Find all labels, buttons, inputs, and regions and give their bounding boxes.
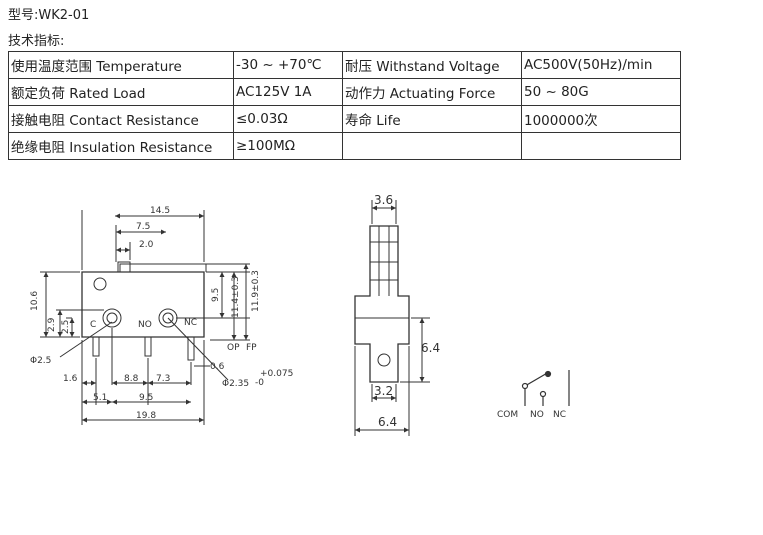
dim-7-5: 7.5 [136,222,150,232]
front-view [40,210,250,425]
spec-cell: ≥100MΩ [233,132,343,160]
spec-heading: 技术指标: [8,34,65,49]
dim-7-3: 7.3 [156,374,170,384]
terminal-label-nc: NC [184,318,197,328]
dim-8-8: 8.8 [124,374,139,384]
spec-table: 使用温度范围 Temperature -30 ~ +70℃ 耐压 Withsta… [8,51,681,160]
spec-cell: 50 ~ 80G [521,78,681,106]
dim-tol-minus: -0 [255,378,264,388]
terminal-label-c: C [90,320,96,330]
spec-cell: AC125V 1A [233,78,343,106]
spec-cell: 使用温度范围 Temperature [8,51,234,79]
dim-2-0: 2.0 [139,240,154,250]
op-label: OP [227,343,240,353]
dim-6-4-vertical: 6.4 [421,341,440,355]
terminal-label-no: NO [138,320,152,330]
schematic-no-label: NO [530,410,544,420]
dim-0-6: 0.6 [210,362,225,372]
dim-14-5: 14.5 [150,206,170,216]
side-view-labels: 3.6 6.4 3.2 6.4 [374,193,440,429]
spec-cell: ≤0.03Ω [233,105,343,133]
spec-cell: 额定负荷 Rated Load [8,78,234,106]
side-view [354,200,430,436]
dim-hole-left: Φ2.5 [30,356,51,366]
dim-1-6: 1.6 [63,374,78,384]
fp-label: FP [246,343,257,353]
schematic-labels: COM NO NC [497,410,566,420]
schematic-nc-label: NC [553,410,566,420]
dim-11-9: 11.9±0.3 [251,270,261,312]
dim-hole-right: Φ2.35 [222,379,249,389]
dim-2-5: 2.5 [61,320,71,334]
spec-cell: 绝缘电阻 Insulation Resistance [8,132,234,160]
table-row: 使用温度范围 Temperature -30 ~ +70℃ 耐压 Withsta… [8,51,681,79]
table-row: 额定负荷 Rated Load AC125V 1A 动作力 Actuating … [8,78,681,106]
dim-9-5-vertical: 9.5 [211,288,221,302]
dim-19-8: 19.8 [136,411,156,421]
dim-10-6: 10.6 [30,291,40,311]
switch-schematic [521,370,570,406]
spec-cell: AC500V(50Hz)/min [521,51,681,79]
dim-5-1: 5.1 [93,393,107,403]
dim-tol-plus: +0.075 [260,369,293,379]
spec-cell: 动作力 Actuating Force [342,78,522,106]
spec-cell: 接触电阻 Contact Resistance [8,105,234,133]
dim-3-2: 3.2 [374,384,393,398]
dim-11-4: 11.4±0.3 [231,276,241,318]
spec-cell [342,132,522,160]
front-view-labels: 14.5 7.5 2.0 10.6 2.9 2.5 9.5 11.4±0.3 1… [30,206,293,421]
spec-cell: 耐压 Withstand Voltage [342,51,522,79]
dim-2-9: 2.9 [47,317,57,332]
schematic-com-label: COM [497,410,518,420]
table-row: 绝缘电阻 Insulation Resistance ≥100MΩ [8,132,681,160]
dim-6-4-horizontal: 6.4 [378,415,397,429]
dim-3-6: 3.6 [374,193,393,207]
dim-9-5-horizontal: 9.5 [139,393,153,403]
model-label: 型号:WK2-01 [8,8,90,23]
spec-cell [521,132,681,160]
